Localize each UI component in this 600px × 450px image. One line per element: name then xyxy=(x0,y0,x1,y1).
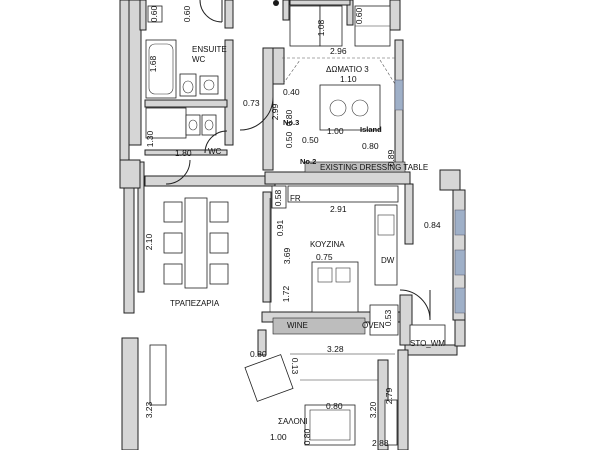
room-label-ensuite-wc: WC xyxy=(192,55,206,64)
dim-living-080b: 0.80 xyxy=(326,401,343,411)
dim-bedroom-080a: 0.80 xyxy=(284,109,294,126)
dim-living-080c: 0.80 xyxy=(302,428,312,445)
dim-bedroom-299: 2.99 xyxy=(270,103,280,120)
wc-room xyxy=(145,107,228,154)
dim-living-288: 2.88 xyxy=(372,438,389,448)
dim-kitchen-053: 0.53 xyxy=(383,309,393,326)
room-label-living: ΣΑΛΟΝΙ xyxy=(278,417,308,426)
dim-living-320: 3.20 xyxy=(368,401,378,418)
dim-bedroom-089: 0.89 xyxy=(386,149,396,166)
dim-bedroom-050b: 0.50 xyxy=(302,135,319,145)
label-no3: No.3 xyxy=(283,118,299,127)
kitchen xyxy=(269,185,446,346)
dim-top-108: 1.08 xyxy=(316,19,326,36)
dim-kitchen-369: 3.69 xyxy=(282,247,292,264)
dim-bedroom-296: 2.96 xyxy=(330,46,347,56)
dim-kitchen-172: 1.72 xyxy=(281,285,291,302)
dim-hall-073: 0.73 xyxy=(243,98,260,108)
label-island: Island xyxy=(360,125,382,134)
label-fridge: FR xyxy=(290,194,301,203)
room-label-wc: WC xyxy=(208,147,222,156)
dim-ensuite-168: 1.68 xyxy=(148,55,158,72)
dim-top-060-far: 0.60 xyxy=(354,7,364,24)
label-existing-dresser: EXISTING DRESSING TABLE xyxy=(320,163,428,172)
dim-top-060-left: 0.60 xyxy=(149,5,159,22)
living-room xyxy=(149,344,398,446)
dim-bedroom-080b: 0.80 xyxy=(362,141,379,151)
dim-living-013: 0.13 xyxy=(290,358,300,375)
bedroom xyxy=(239,5,406,173)
label-dishwasher: DW xyxy=(381,256,395,265)
dim-living-279: 2.79 xyxy=(384,387,394,404)
dim-living-323: 3.23 xyxy=(144,401,154,418)
label-no2: No.2 xyxy=(300,157,316,166)
dim-kitchen-091: 0.91 xyxy=(275,219,285,236)
dim-bedroom-050a: 0.50 xyxy=(284,131,294,148)
dim-living-100: 1.00 xyxy=(270,432,287,442)
dim-living-328: 3.28 xyxy=(327,344,344,354)
dimensions: 0.60 0.60 1.08 0.60 1.68 2.96 1.10 0.73 … xyxy=(144,5,441,448)
dim-bedroom-100: 1.00 xyxy=(327,126,344,136)
dim-top-060-right: 0.60 xyxy=(182,5,192,22)
ensuite xyxy=(145,0,223,99)
label-oven: OVEN xyxy=(362,321,385,330)
dim-kitchen-058: 0.58 xyxy=(273,189,283,206)
dim-bedroom-110: 1.10 xyxy=(340,74,357,84)
fixture-labels: Island FR DW WINE OVEN STO_WM EXISTING D… xyxy=(283,118,445,348)
dim-bedroom-040: 0.40 xyxy=(283,87,300,97)
dim-kitchen-084: 0.84 xyxy=(424,220,441,230)
room-label-dining: ΤΡΑΠΕΖΑΡΙΑ xyxy=(170,299,220,308)
room-label-kitchen: ΚΟΥΖΙΝΑ xyxy=(310,240,345,249)
dim-living-080a: 0.80 xyxy=(250,349,267,359)
dim-wc-180: 1.80 xyxy=(175,148,192,158)
north-marker xyxy=(273,0,279,6)
dim-kitchen-291: 2.91 xyxy=(330,204,347,214)
dim-dining-210: 2.10 xyxy=(144,233,154,250)
dining xyxy=(163,159,229,289)
dim-kitchen-075: 0.75 xyxy=(316,252,333,262)
dim-wc-130: 1.30 xyxy=(145,130,155,147)
room-labels: ENSUITE WC WC ΔΩΜΑΤΙΟ 3 ΚΟΥΖΙΝΑ ΤΡΑΠΕΖΑΡ… xyxy=(170,45,369,426)
room-label-ensuite: ENSUITE xyxy=(192,45,227,54)
room-label-bedroom: ΔΩΜΑΤΙΟ 3 xyxy=(326,65,369,74)
label-washing-machine: STO_WM xyxy=(410,339,445,348)
label-wine: WINE xyxy=(287,321,308,330)
